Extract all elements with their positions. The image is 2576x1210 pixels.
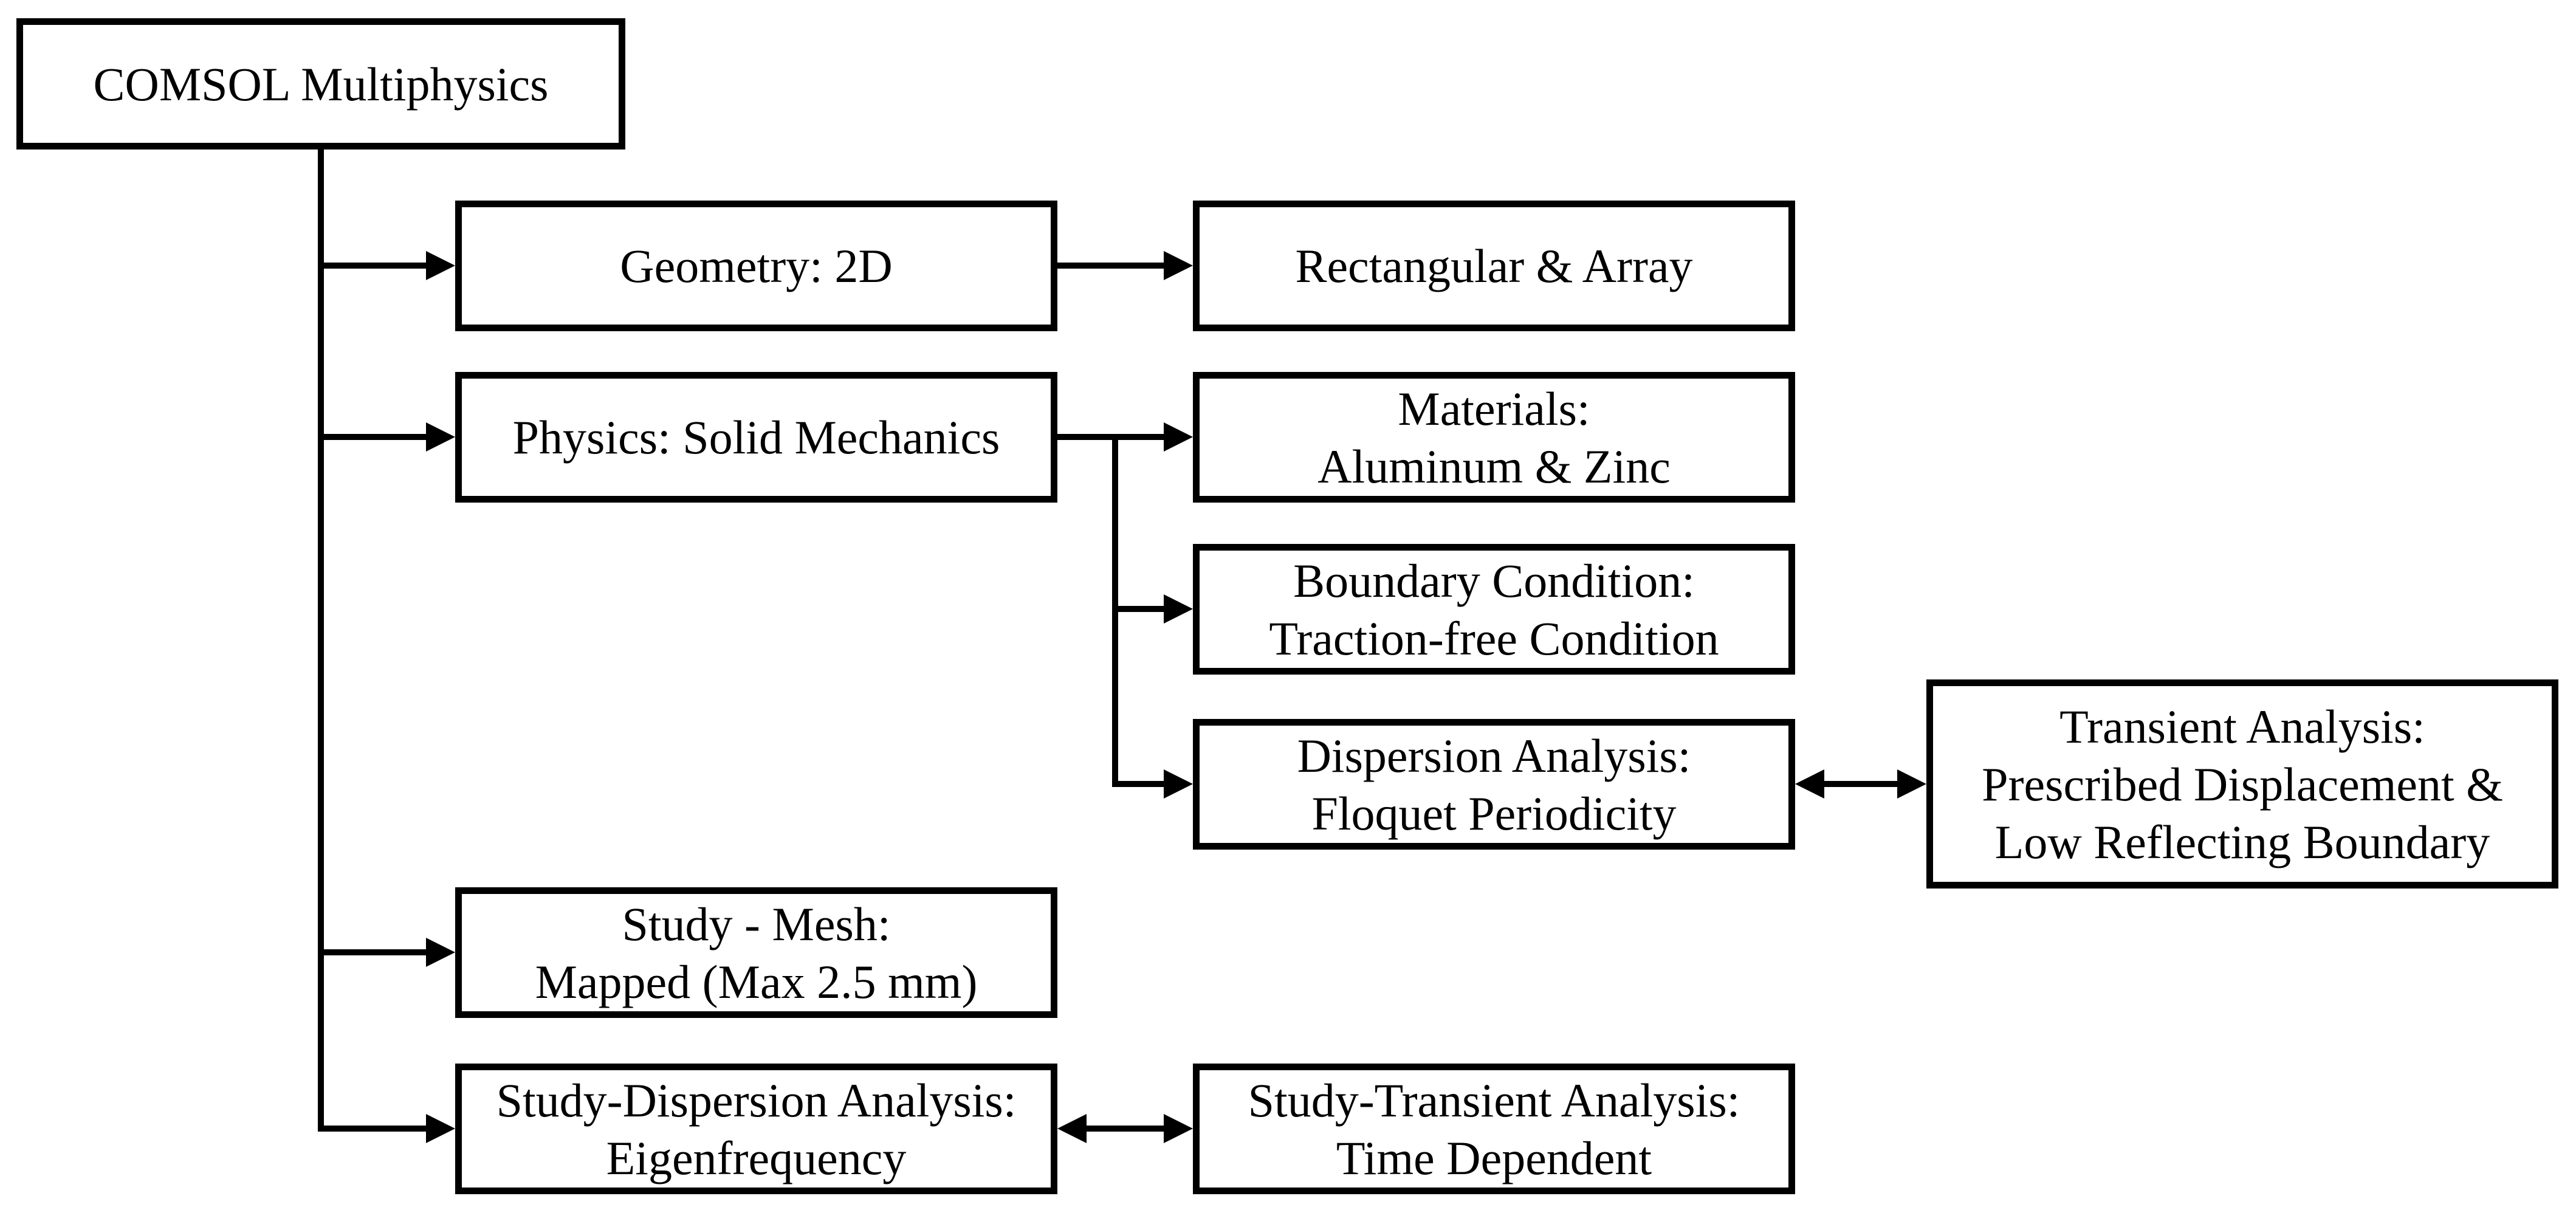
node-comsol-multiphysics: COMSOL Multiphysics bbox=[16, 18, 625, 150]
arrowhead-study-mesh bbox=[426, 938, 455, 967]
node-line: Mapped (Max 2.5 mm) bbox=[535, 955, 978, 1008]
node-line: Prescribed Displacement & bbox=[1982, 757, 2503, 811]
node-line: Eigenfrequency bbox=[606, 1131, 907, 1184]
node-line: Materials: bbox=[1398, 382, 1590, 435]
arrowhead-materials bbox=[1164, 422, 1193, 452]
arrowhead-physics bbox=[426, 422, 455, 452]
node-study-dispersion-analysis: Study-Dispersion Analysis: Eigenfrequenc… bbox=[455, 1064, 1057, 1194]
edge-physics-drop bbox=[1112, 437, 1167, 787]
node-study-transient-analysis: Study-Transient Analysis: Time Dependent bbox=[1193, 1064, 1795, 1194]
node-line: Study - Mesh: bbox=[622, 897, 891, 950]
node-line: Aluminum & Zinc bbox=[1317, 439, 1671, 493]
node-line: COMSOL Multiphysics bbox=[93, 57, 549, 111]
node-line: Physics: Solid Mechanics bbox=[512, 411, 1000, 464]
node-line: Dispersion Analysis: bbox=[1297, 729, 1691, 782]
node-boundary-condition: Boundary Condition: Traction-free Condit… bbox=[1193, 544, 1795, 675]
node-line: Study-Dispersion Analysis: bbox=[496, 1073, 1017, 1127]
node-line: Transient Analysis: bbox=[2059, 700, 2425, 753]
arrowhead-geometry bbox=[426, 251, 455, 280]
node-geometry: Geometry: 2D bbox=[455, 201, 1057, 331]
node-line: Traction-free Condition bbox=[1269, 611, 1719, 665]
node-line: Boundary Condition: bbox=[1293, 554, 1695, 607]
arrowhead-rectangular bbox=[1164, 251, 1193, 280]
node-line: Rectangular & Array bbox=[1295, 239, 1693, 292]
arrowhead-into-study-transient bbox=[1164, 1114, 1193, 1143]
arrowhead-into-dispersion bbox=[1795, 769, 1824, 799]
node-line: Low Reflecting Boundary bbox=[1994, 815, 2490, 868]
node-line: Study-Transient Analysis: bbox=[1248, 1073, 1740, 1127]
arrowhead-dispersion bbox=[1164, 769, 1193, 799]
arrowhead-study-dispersion bbox=[426, 1114, 455, 1143]
arrowhead-into-study-dispersion bbox=[1057, 1114, 1087, 1143]
node-rectangular-array: Rectangular & Array bbox=[1193, 201, 1795, 331]
node-dispersion-analysis: Dispersion Analysis: Floquet Periodicity bbox=[1193, 719, 1795, 850]
edge-trunk bbox=[318, 146, 429, 1132]
node-line: Geometry: 2D bbox=[620, 239, 893, 292]
node-physics-solid-mechanics: Physics: Solid Mechanics bbox=[455, 372, 1057, 503]
node-transient-analysis: Transient Analysis: Prescribed Displacem… bbox=[1926, 679, 2558, 889]
node-line: Time Dependent bbox=[1336, 1131, 1652, 1184]
arrowhead-into-transient bbox=[1897, 769, 1926, 799]
node-line: Floquet Periodicity bbox=[1311, 786, 1677, 840]
node-materials: Materials: Aluminum & Zinc bbox=[1193, 372, 1795, 503]
node-study-mesh: Study - Mesh: Mapped (Max 2.5 mm) bbox=[455, 887, 1057, 1018]
arrowhead-boundary bbox=[1164, 594, 1193, 624]
